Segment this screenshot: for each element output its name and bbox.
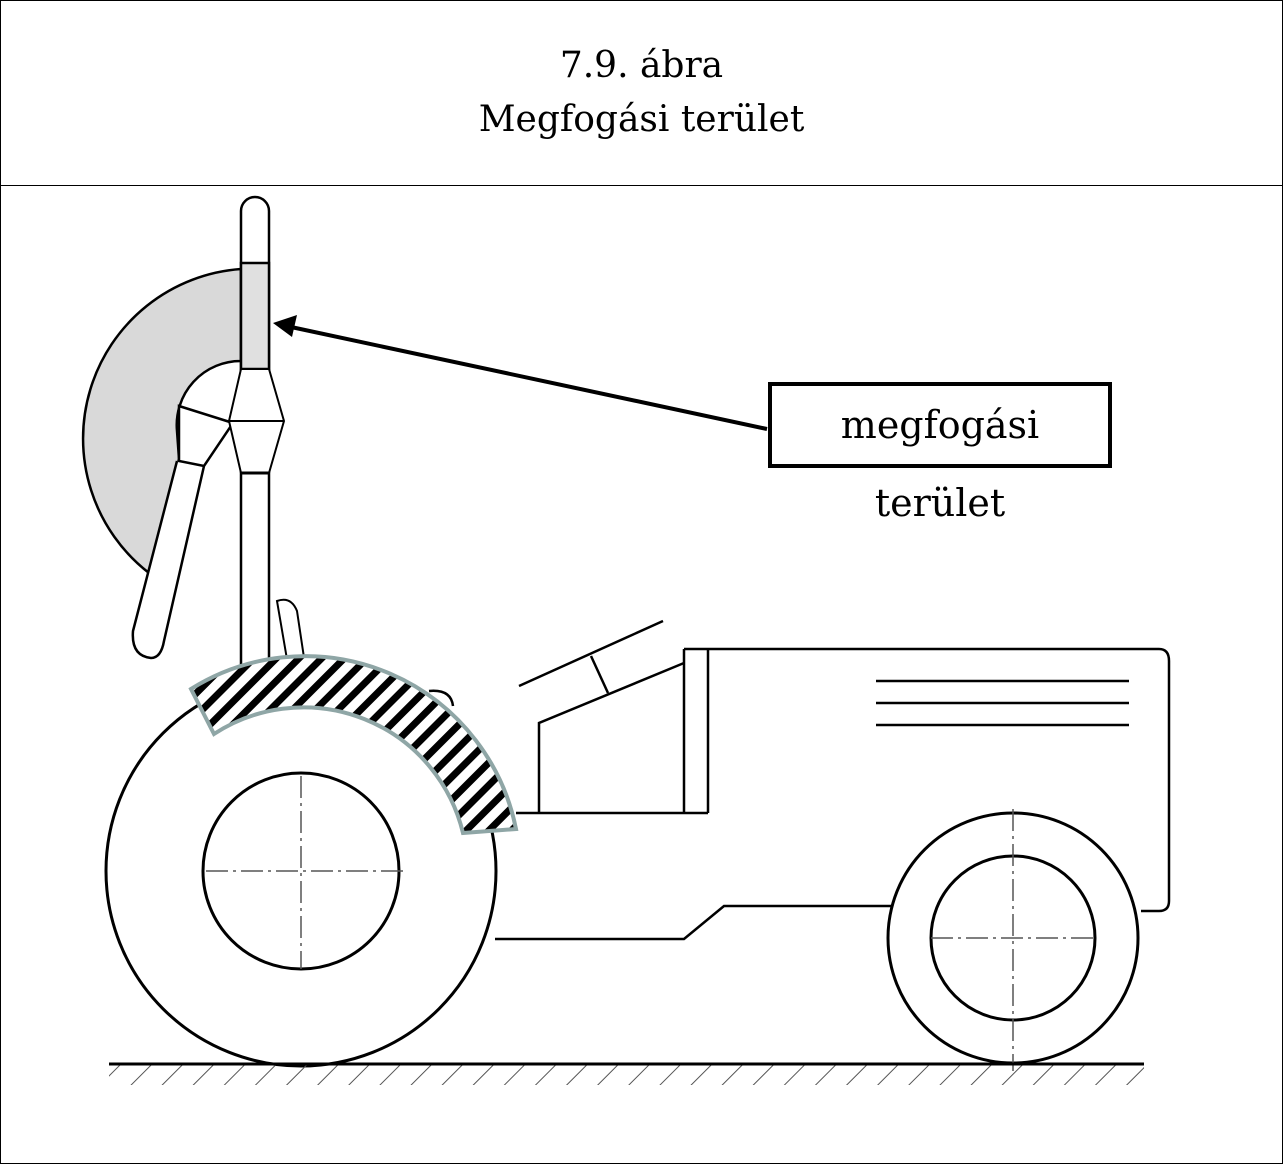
callout-arrow (273, 315, 768, 431)
figure-number: 7.9. ábra (559, 45, 724, 86)
figure-title: Megfogási terület (478, 99, 805, 140)
figure-header: 7.9. ábra Megfogási terület (1, 1, 1282, 186)
grip-zone (239, 261, 271, 371)
rear-wheel (104, 674, 498, 1068)
rod-joint (227, 368, 286, 474)
ground (109, 1062, 1144, 1085)
tractor-body (428, 619, 1171, 941)
reach-zone (81, 267, 243, 576)
control-lever (131, 404, 235, 660)
callout-label: megfogási terület (768, 382, 1112, 525)
front-wheel (886, 809, 1140, 1071)
hatched-fender (188, 654, 519, 836)
